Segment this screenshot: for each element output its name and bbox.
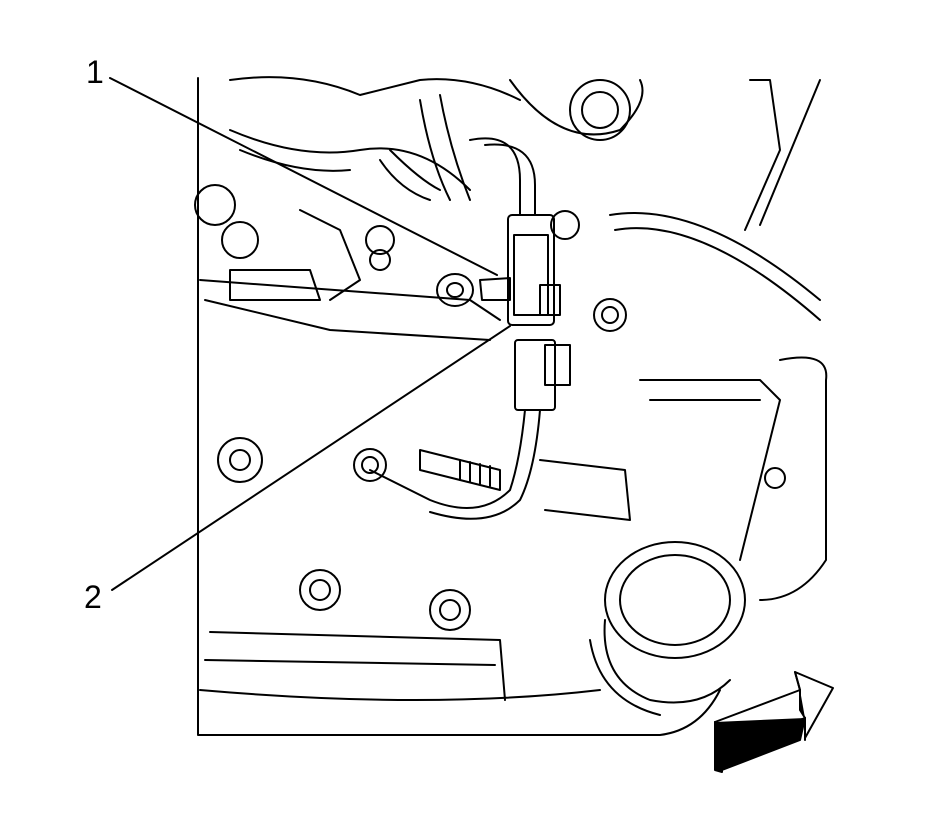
pan-bolts bbox=[217, 437, 786, 631]
leader-line-2 bbox=[111, 325, 511, 591]
harness-connector bbox=[369, 339, 571, 520]
callout-leaders bbox=[109, 77, 511, 591]
upper-engine bbox=[194, 76, 644, 332]
callout-label-2: 2 bbox=[84, 579, 102, 615]
callout-label-1: 1 bbox=[86, 54, 104, 90]
sensor-bracket bbox=[353, 448, 631, 521]
sensor-connector bbox=[479, 214, 561, 326]
wiring-harness bbox=[379, 94, 536, 216]
leader-line-1 bbox=[109, 77, 498, 276]
exhaust-pipe bbox=[589, 79, 828, 716]
front-direction-arrow-icon bbox=[714, 671, 834, 773]
